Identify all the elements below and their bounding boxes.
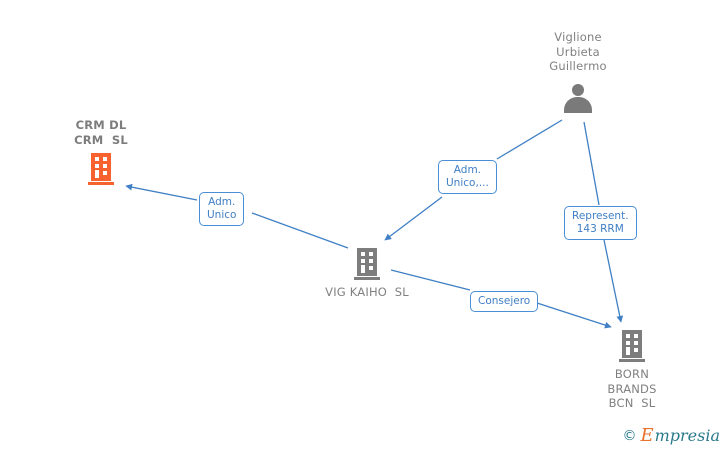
node-crm[interactable]: CRM DL CRM SL [58, 118, 144, 185]
watermark-brand-initial: E [640, 425, 654, 446]
copyright-icon: © [622, 428, 637, 444]
node-vigkaiho-label: VIG KAIHO SL [325, 285, 409, 299]
node-vigkaiho[interactable]: VIG KAIHO SL [312, 248, 422, 300]
node-person[interactable]: Viglione Urbieta Guillermo [533, 30, 623, 115]
edge-line-person-vigkaiho [496, 119, 563, 160]
node-born-label: BORN BRANDS BCN SL [607, 367, 657, 410]
node-crm-label: CRM DL CRM SL [74, 118, 128, 147]
watermark: © E mpresia [622, 425, 720, 446]
person-icon [563, 83, 593, 115]
edge-label-vigkaiho-crm[interactable]: Adm. Unico [199, 192, 245, 226]
edge-line-person-born-head [603, 239, 624, 323]
building-icon [619, 330, 645, 362]
node-person-label: Viglione Urbieta Guillermo [549, 30, 607, 73]
edge-line-person-vigkaiho-head [384, 196, 443, 241]
edge-line-vigkaiho-crm-head [125, 183, 198, 201]
watermark-brand-rest: mpresia [654, 426, 720, 445]
edge-label-person-born[interactable]: Represent. 143 RRM [564, 206, 637, 240]
building-icon [88, 153, 114, 185]
edge-line-person-born [583, 121, 600, 206]
edge-line-vigkaiho-crm [251, 212, 349, 249]
edge-line-vigkaiho-born-head [536, 302, 612, 329]
node-born[interactable]: BORN BRANDS BCN SL [587, 330, 677, 411]
edge-label-vigkaiho-born[interactable]: Consejero [470, 291, 539, 312]
edge-line-vigkaiho-born [390, 269, 471, 291]
building-icon [354, 248, 380, 280]
edge-label-person-vigkaiho[interactable]: Adm. Unico,... [438, 160, 497, 194]
